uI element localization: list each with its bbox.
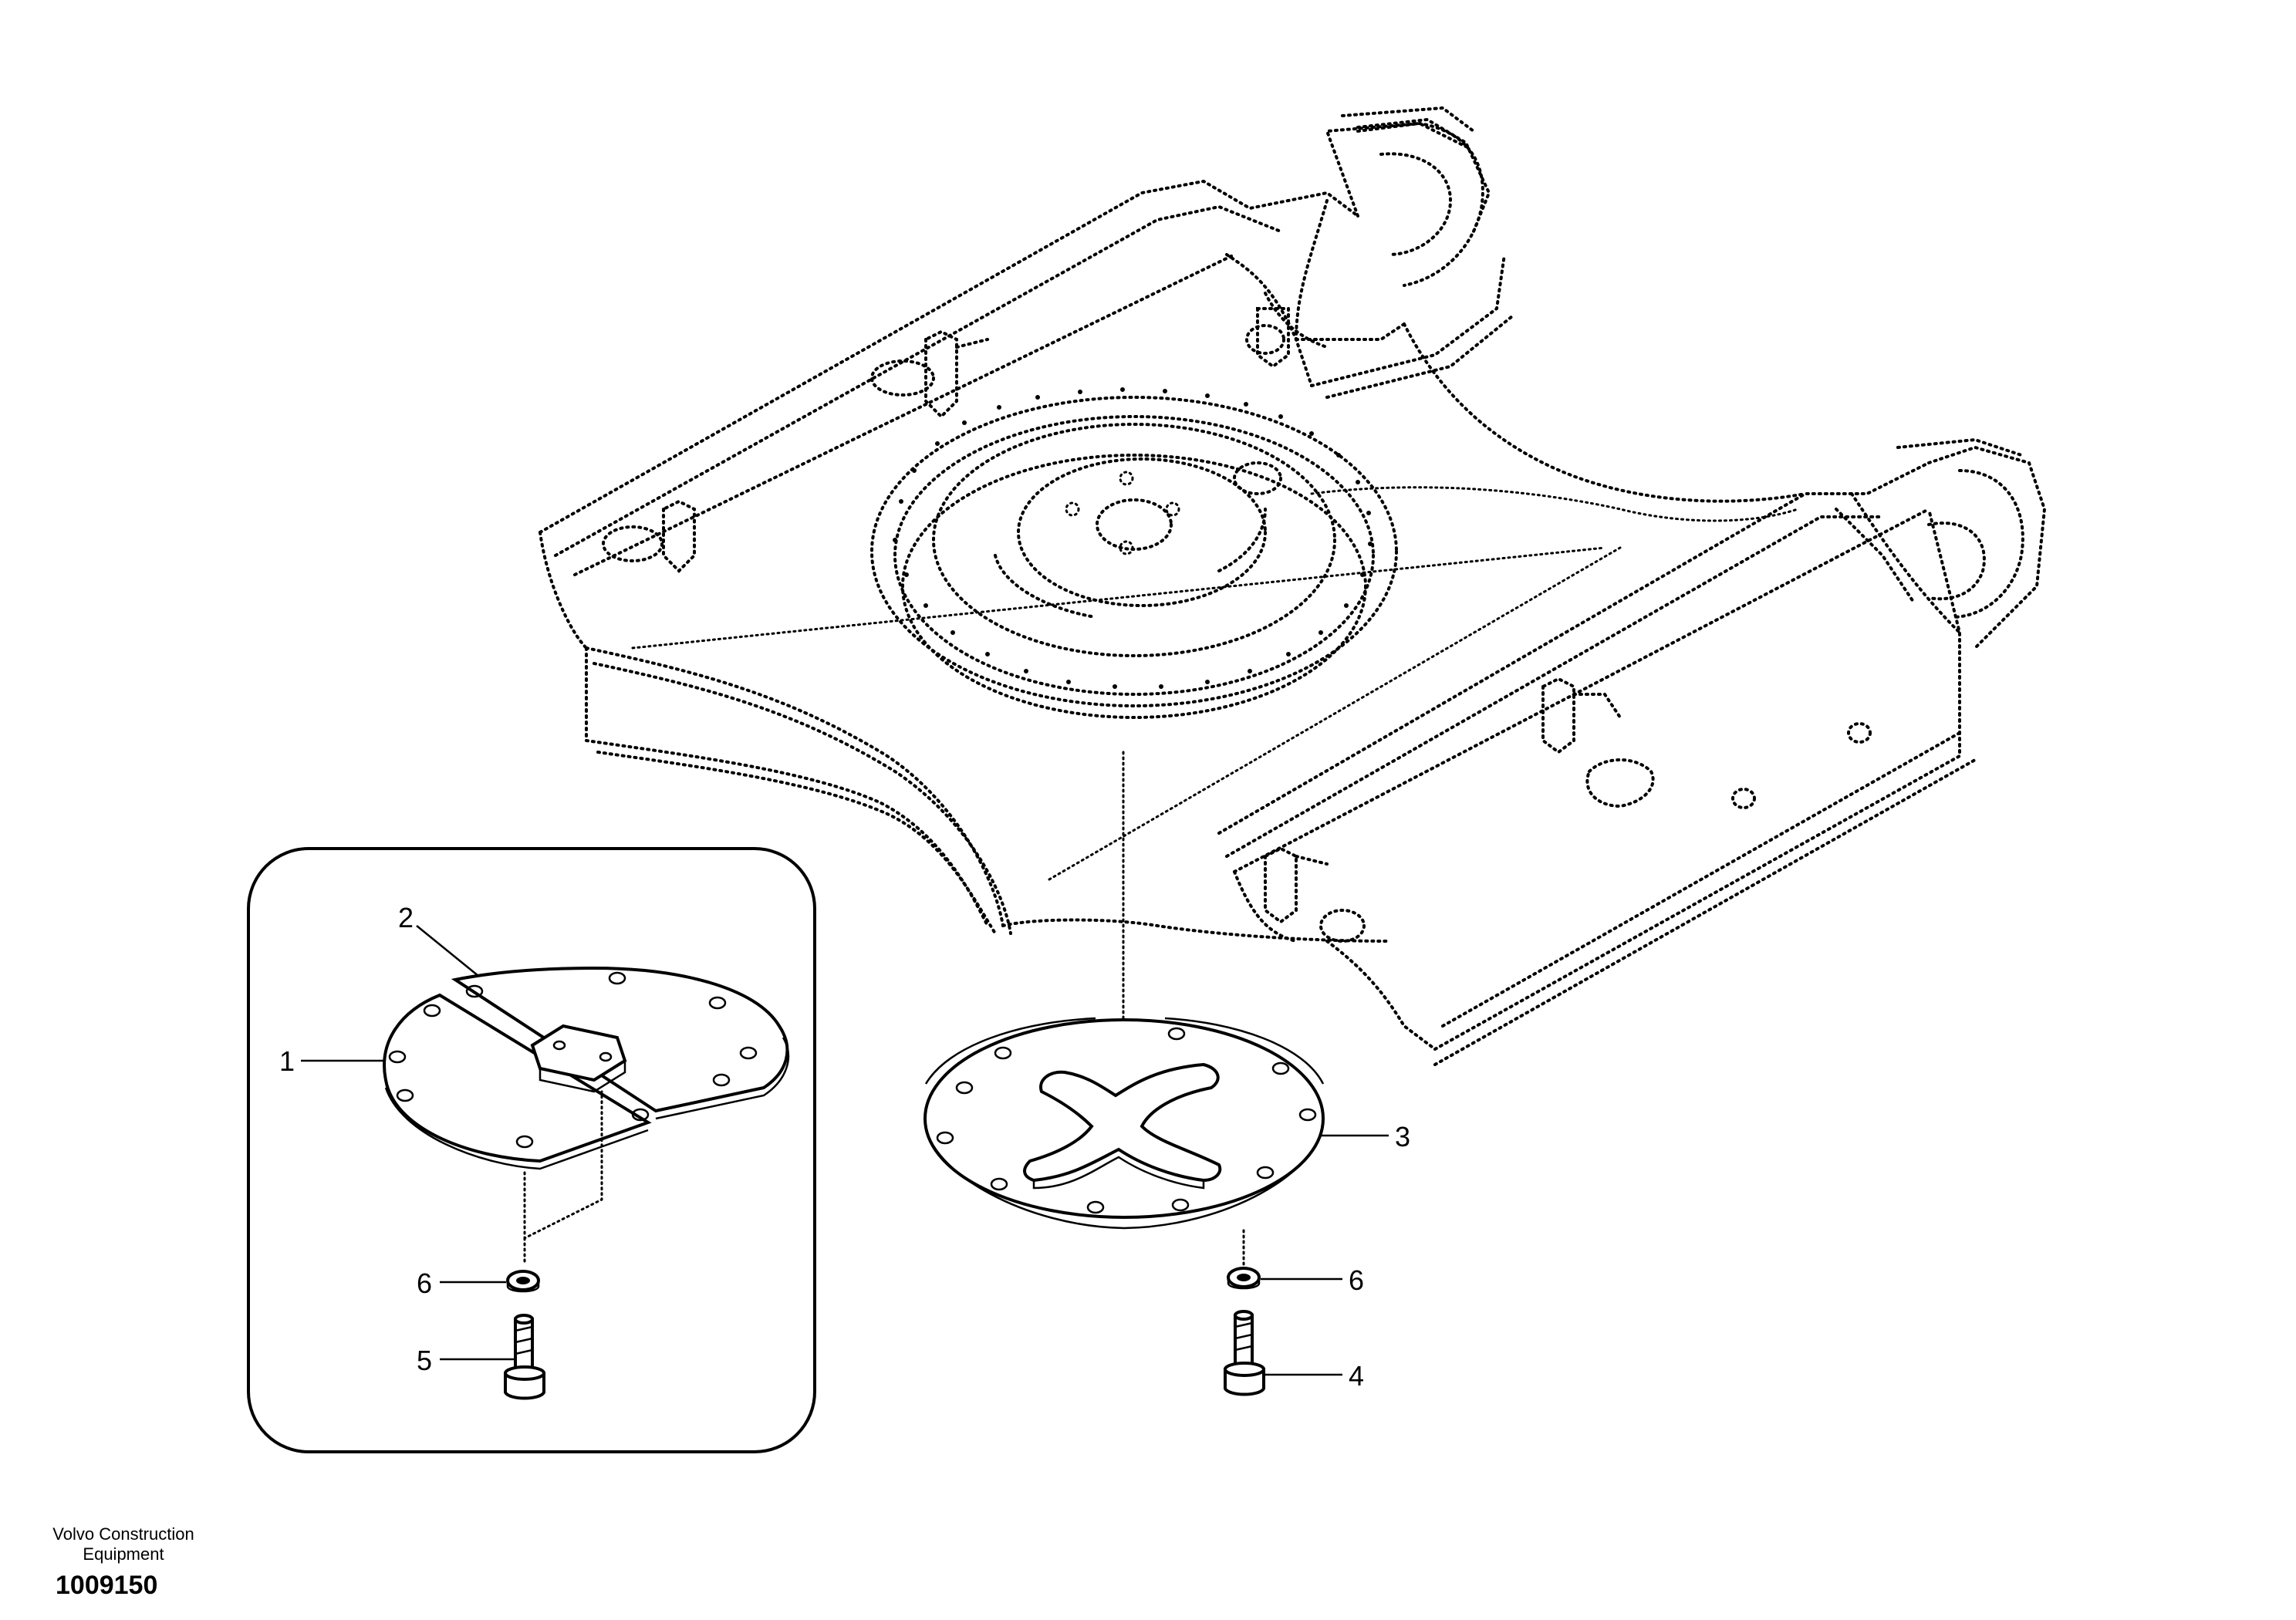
bolt-right [1224, 1310, 1265, 1396]
split-cover-plate [383, 966, 790, 1170]
document-number: 1009150 [56, 1571, 158, 1600]
callout-6-right: 6 [1349, 1264, 1364, 1296]
cover-plate-main [923, 1017, 1325, 1230]
callout-4: 4 [1349, 1360, 1364, 1392]
brand-name-line1: Volvo Construction [52, 1524, 194, 1544]
ring-bolt-holes [893, 387, 1373, 689]
slewing-ring [870, 387, 1398, 719]
washer-left [506, 1270, 540, 1293]
callout-5: 5 [417, 1345, 432, 1376]
undercarriage-frame [539, 106, 2047, 1066]
callout-3: 3 [1395, 1121, 1410, 1153]
callout-2: 2 [398, 902, 414, 933]
callout-labels: 1 2 3 4 5 6 6 [279, 902, 1410, 1392]
detail-inset [247, 847, 816, 1453]
bolt-left [504, 1314, 545, 1400]
washer-right [1227, 1267, 1261, 1290]
brand-name-line2: Equipment [83, 1544, 164, 1564]
callout-1: 1 [279, 1045, 295, 1077]
callout-6-left: 6 [417, 1267, 432, 1299]
